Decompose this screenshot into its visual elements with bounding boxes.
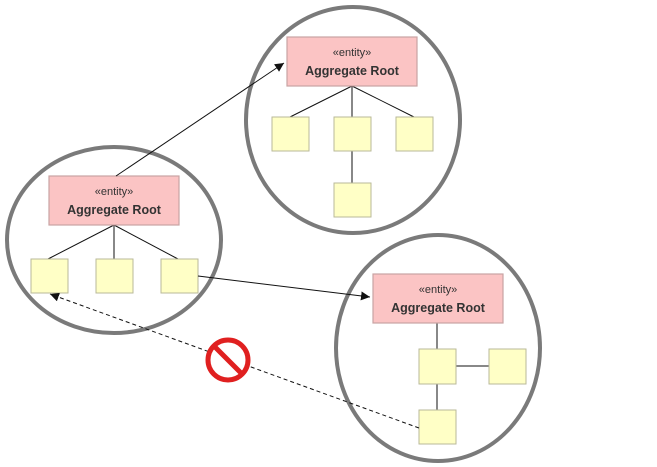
top-aggregate-root[interactable] xyxy=(286,36,418,87)
left-root-title: Aggregate Root xyxy=(67,203,162,217)
right-root-title: Aggregate Root xyxy=(391,301,486,315)
left-part-entity[interactable] xyxy=(160,258,199,294)
right-aggregate-root[interactable] xyxy=(372,273,504,324)
reference-arrow-left-part-to-right-root xyxy=(197,275,371,301)
no-entry-icon xyxy=(205,337,251,383)
left-tree-edge xyxy=(113,224,179,260)
top-part-entity[interactable] xyxy=(333,116,372,152)
top-root-stereotype: «entity» xyxy=(333,47,372,59)
right-root-stereotype: «entity» xyxy=(419,284,458,296)
right-part-entity[interactable] xyxy=(488,348,527,385)
right-part-entity[interactable] xyxy=(418,409,457,445)
right-part-entity[interactable] xyxy=(418,348,457,385)
top-tree-edge xyxy=(289,85,353,118)
top-part-entity[interactable] xyxy=(333,182,372,218)
left-aggregate: «entity» Aggregate Root xyxy=(5,145,223,335)
top-part-entity[interactable] xyxy=(271,116,310,152)
top-root-title: Aggregate Root xyxy=(305,64,400,78)
left-part-entity[interactable] xyxy=(30,258,69,294)
left-root-stereotype: «entity» xyxy=(95,186,134,198)
top-part-entity[interactable] xyxy=(395,116,434,152)
reference-arrow-left-root-to-top-root xyxy=(115,62,285,177)
left-part-entity[interactable] xyxy=(95,258,134,294)
right-aggregate: «entity» Aggregate Root xyxy=(334,233,542,463)
top-aggregate: «entity» Aggregate Root xyxy=(244,5,462,235)
top-tree-edge xyxy=(351,85,415,118)
left-tree-edge xyxy=(47,224,115,260)
left-aggregate-root[interactable] xyxy=(48,175,180,226)
